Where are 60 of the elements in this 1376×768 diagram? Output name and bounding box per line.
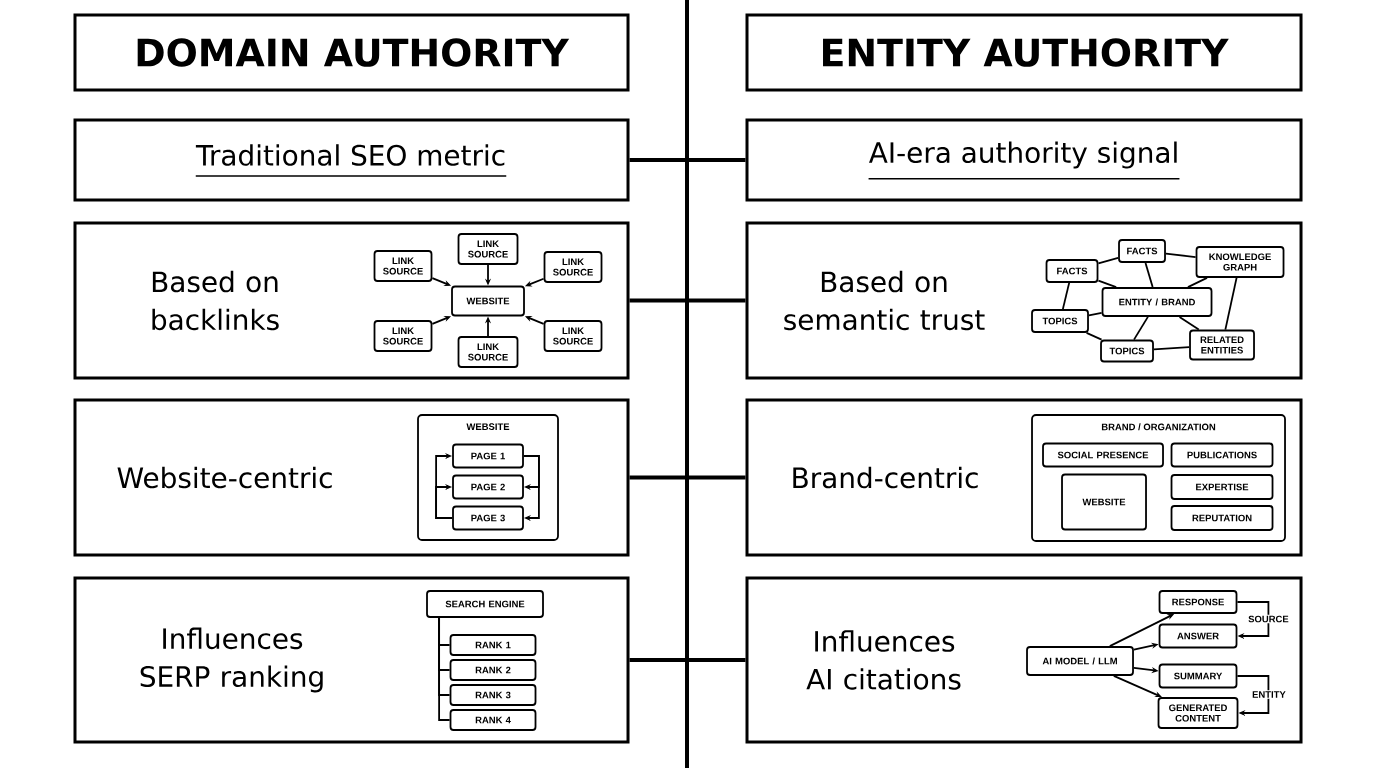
label-box: REPUTATION	[1170, 505, 1274, 531]
connector-line	[1187, 277, 1208, 288]
connector-line	[1165, 252, 1197, 258]
label-box: LINK SOURCE	[457, 336, 519, 368]
arrow	[1236, 601, 1270, 640]
connector-line	[1224, 277, 1238, 331]
label-box: RELATED ENTITIES	[1189, 329, 1255, 361]
label-box: LINK SOURCE	[457, 233, 519, 265]
label-box: FACTS	[1118, 239, 1166, 263]
edge-label: SOURCE	[1247, 614, 1290, 624]
label-box: SEARCH ENGINE	[426, 590, 544, 618]
label-box: RANK 4	[449, 709, 537, 731]
connector-line	[1097, 279, 1118, 288]
label-box: RANK 3	[449, 684, 537, 706]
connector-line	[438, 617, 451, 721]
label-box: WEBSITE	[1061, 473, 1147, 531]
row-box: AI-era authority signal	[745, 118, 1303, 202]
heading-box: DOMAIN AUTHORITY	[73, 13, 630, 92]
label-box: PAGE 1	[452, 443, 524, 469]
connector-line	[1153, 346, 1190, 351]
label-box: RANK 1	[449, 634, 537, 656]
connector-line	[629, 158, 746, 162]
connector-line	[1144, 262, 1154, 288]
label-box: PUBLICATIONS	[1170, 442, 1274, 468]
connector-line	[629, 298, 746, 303]
label-box: RANK 2	[449, 659, 537, 681]
label-box: PAGE 3	[452, 505, 524, 531]
label-box: GENERATED CONTENT	[1157, 697, 1239, 729]
label-box: LINK SOURCE	[543, 320, 603, 352]
connector-line	[1085, 332, 1103, 341]
label-box: LINK SOURCE	[543, 251, 603, 283]
label-box: ANSWER	[1158, 623, 1238, 649]
connector-line	[1097, 256, 1119, 265]
row-box: Traditional SEO metric	[73, 118, 630, 202]
label-box: RESPONSE	[1158, 590, 1238, 614]
label-box: EXPERTISE	[1170, 474, 1274, 500]
label-box: WEBSITE	[451, 285, 525, 317]
label-box: PAGE 2	[452, 474, 524, 500]
label-box: LINK SOURCE	[373, 320, 433, 352]
edge-label: ENTITY	[1251, 690, 1287, 699]
label-box: SUMMARY	[1158, 663, 1238, 689]
arrow	[1236, 675, 1270, 717]
label-box: TOPICS	[1100, 339, 1154, 363]
connector-line	[1088, 311, 1103, 317]
label-box: ENTITY / BRAND	[1101, 287, 1213, 317]
heading-box: ENTITY AUTHORITY	[745, 13, 1303, 92]
arrow	[523, 455, 540, 522]
connector-line	[1061, 282, 1071, 310]
connector-line	[629, 658, 746, 662]
label-box: KNOWLEDGE GRAPH	[1195, 246, 1285, 278]
arrow	[435, 483, 453, 519]
label-box: FACTS	[1045, 259, 1099, 283]
label-box: TOPICS	[1031, 309, 1089, 333]
connector-line	[1178, 316, 1200, 331]
label-box: LINK SOURCE	[373, 250, 433, 282]
label-box: SOCIAL PRESENCE	[1042, 442, 1164, 468]
arrow	[1112, 675, 1162, 698]
label-box: AI MODEL / LLM	[1026, 646, 1134, 676]
connector-line	[629, 475, 746, 480]
connector-line	[1133, 316, 1149, 341]
